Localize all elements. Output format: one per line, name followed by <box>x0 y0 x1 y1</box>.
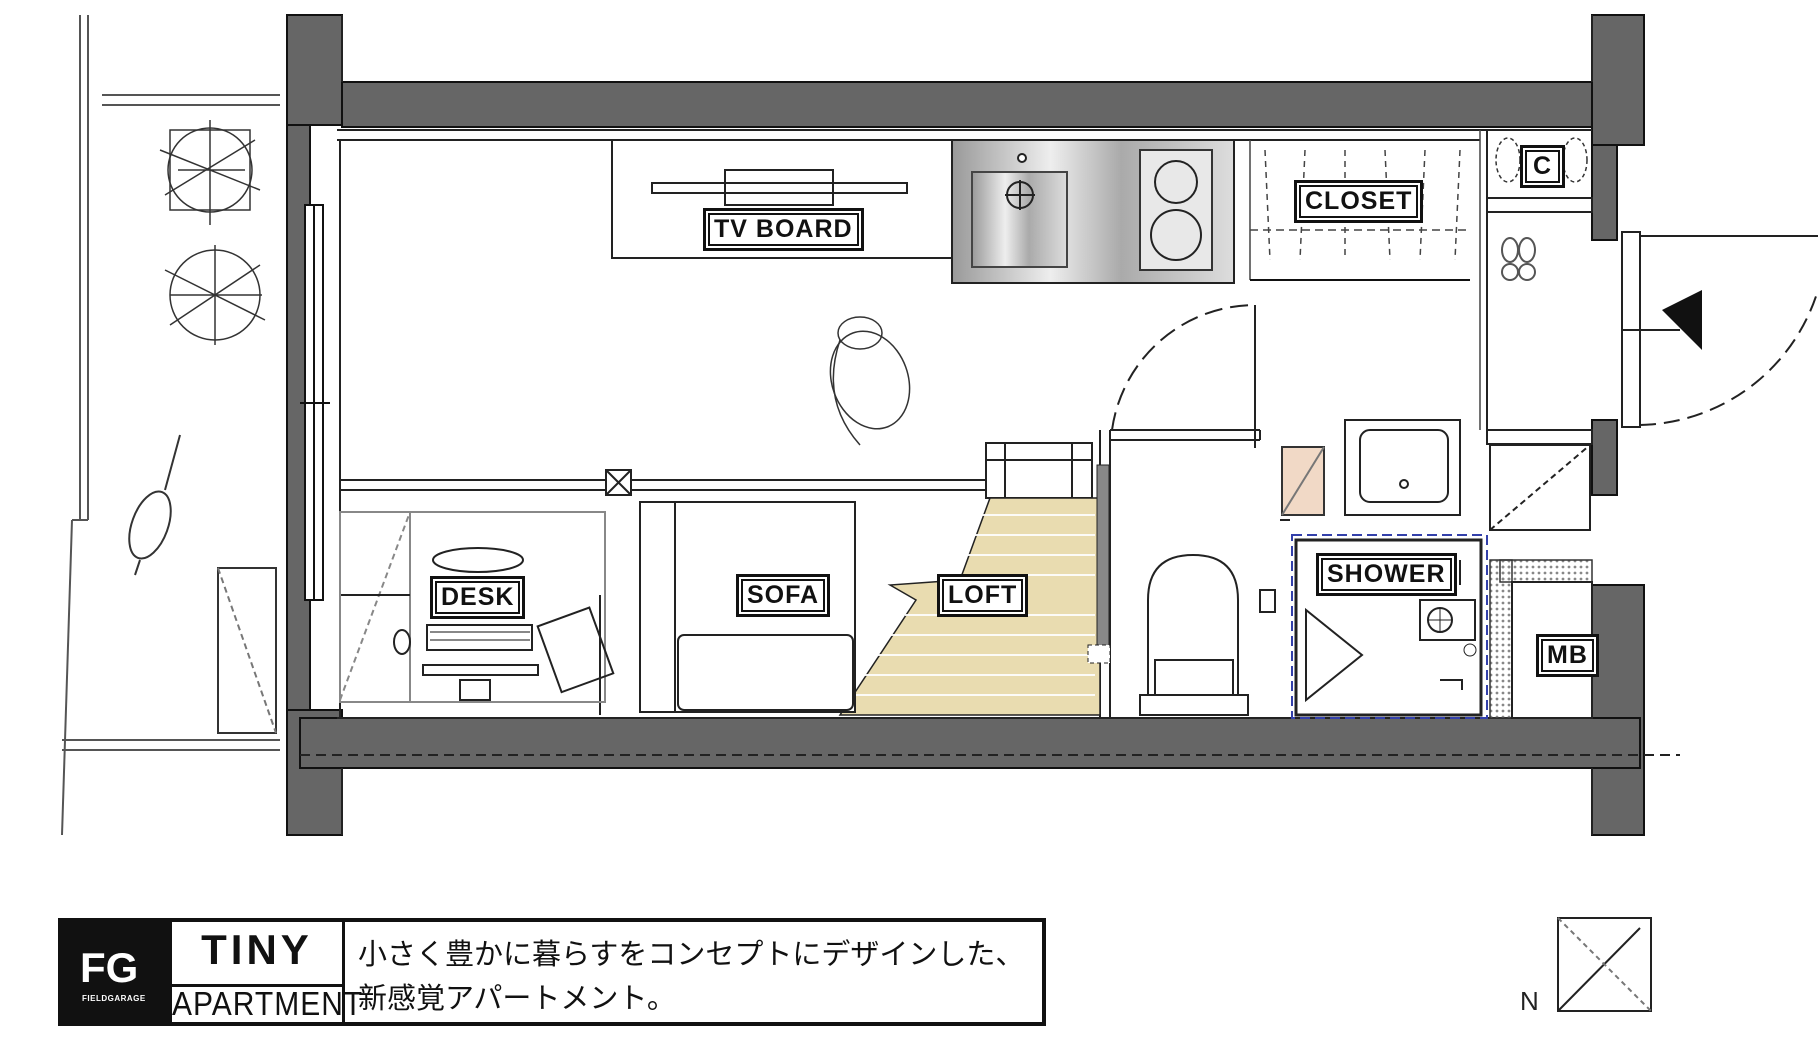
north-label: N <box>1520 986 1539 1016</box>
window <box>300 204 330 601</box>
walls <box>286 14 1645 836</box>
room-label-closet: CLOSET <box>1294 180 1424 223</box>
room-label-shower: SHOWER <box>1316 553 1457 596</box>
concept-description: 小さく豊かに暮らすをコンセプトにデザインした、 新感覚アパートメント。 <box>358 932 1024 1020</box>
closet <box>1249 130 1481 430</box>
room-label-sofa: SOFA <box>736 574 831 617</box>
room-label-loft: LOFT <box>937 574 1029 617</box>
fieldgarage-logo: FG FIELDGARAGE <box>62 922 172 1022</box>
room-label-c: C <box>1520 145 1566 188</box>
tiny-apartment-logo: TINY APARTMENT <box>172 922 364 1023</box>
logo-divider <box>172 984 342 987</box>
room-label-desk: DESK <box>430 576 526 619</box>
stair-rail <box>985 442 1093 499</box>
entry <box>1486 130 1818 531</box>
fg-logo-text: FG <box>80 944 139 991</box>
person-icon <box>829 316 911 446</box>
fg-logo-subtext: FIELDGARAGE <box>82 994 146 1003</box>
room-label-tv-board: TV BOARD <box>703 208 864 251</box>
logo-subtitle: APARTMENT <box>172 986 364 1023</box>
room-label-mb: MB <box>1536 634 1599 677</box>
description-line-1: 小さく豊かに暮らすをコンセプトにデザインした、 <box>358 937 1025 971</box>
pipe-wall <box>1489 559 1513 719</box>
north-compass <box>1557 917 1652 1012</box>
description-line-2: 新感覚アパートメント。 <box>358 981 676 1015</box>
brand-banner: FG FIELDGARAGE TINY APARTMENT 小さく豊かに暮らすを… <box>58 918 1046 1026</box>
balcony <box>61 15 280 836</box>
lamp-icon <box>128 434 181 576</box>
logo-title: TINY <box>201 926 313 973</box>
desk <box>339 511 615 703</box>
kitchen-counter <box>951 139 1235 284</box>
entrance-arrow-icon <box>1662 290 1702 350</box>
loft-steps <box>850 514 1095 696</box>
plant-icon <box>159 120 261 225</box>
washbasin <box>1344 419 1461 516</box>
door-swing <box>1111 304 1256 431</box>
toilet <box>1139 553 1276 716</box>
plant-icon <box>164 245 266 345</box>
